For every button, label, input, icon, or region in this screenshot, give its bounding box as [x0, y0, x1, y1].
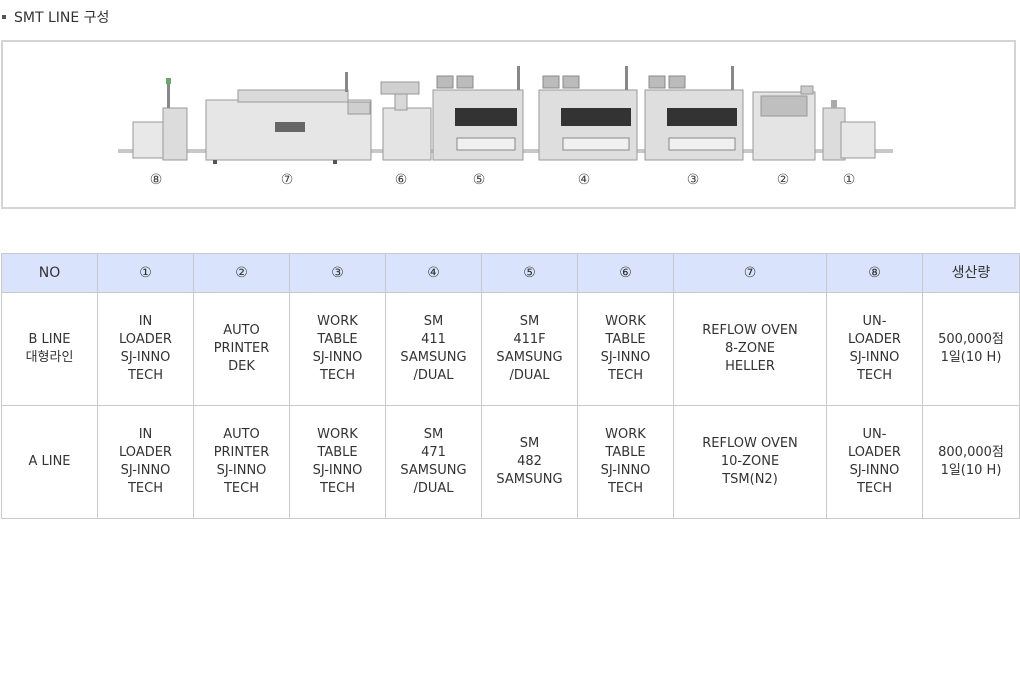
mounter-machine-image-1 [432, 66, 524, 161]
table-header-row: NO ① ② ③ ④ ⑤ ⑥ ⑦ ⑧ 생산량 [1, 253, 1020, 293]
diagram-number-8: ⑧ [149, 172, 163, 188]
table-cell: WORK TABLE SJ-INNO TECH [577, 292, 674, 406]
smt-spec-table: NO ① ② ③ ④ ⑤ ⑥ ⑦ ⑧ 생산량 B LINE 대형라인 IN LO… [1, 253, 1020, 519]
table-cell: SM 411 SAMSUNG /DUAL [385, 292, 482, 406]
table-cell: WORK TABLE SJ-INNO TECH [289, 292, 386, 406]
table-cell: WORK TABLE SJ-INNO TECH [289, 405, 386, 519]
table-cell: REFLOW OVEN 10-ZONE TSM(N2) [673, 405, 827, 519]
diagram-number-3: ③ [686, 172, 700, 188]
table-cell: IN LOADER SJ-INNO TECH [97, 292, 194, 406]
header-cell: ⑦ [673, 253, 827, 293]
loader-machine-image [822, 100, 876, 161]
output-cell: 500,000점 1일(10 H) [922, 292, 1020, 406]
output-cell: 800,000점 1일(10 H) [922, 405, 1020, 519]
table-cell: UN- LOADER SJ-INNO TECH [826, 292, 923, 406]
smt-line-diagram: ⑧ ⑦ ⑥ ⑤ ④ ③ ② ① [1, 40, 1016, 209]
header-cell: ② [193, 253, 290, 293]
table-row: B LINE 대형라인 IN LOADER SJ-INNO TECH AUTO … [1, 292, 1020, 406]
table-cell: SM 411F SAMSUNG /DUAL [481, 292, 578, 406]
diagram-number-1: ① [842, 172, 856, 188]
mounter-machine-image-2 [538, 66, 638, 161]
line-name-cell: B LINE 대형라인 [1, 292, 98, 406]
table-cell: AUTO PRINTER SJ-INNO TECH [193, 405, 290, 519]
line-name-cell: A LINE [1, 405, 98, 519]
diagram-number-5: ⑤ [472, 172, 486, 188]
header-cell: ④ [385, 253, 482, 293]
diagram-number-4: ④ [577, 172, 591, 188]
header-cell: 생산량 [922, 253, 1020, 293]
header-cell: ⑤ [481, 253, 578, 293]
unloader-machine-image [132, 78, 188, 161]
header-cell: ⑧ [826, 253, 923, 293]
header-cell: NO [1, 253, 98, 293]
table-row: A LINE IN LOADER SJ-INNO TECH AUTO PRINT… [1, 405, 1020, 519]
header-cell: ③ [289, 253, 386, 293]
table-cell: SM 471 SAMSUNG /DUAL [385, 405, 482, 519]
header-cell: ⑥ [577, 253, 674, 293]
table-cell: WORK TABLE SJ-INNO TECH [577, 405, 674, 519]
diagram-number-2: ② [776, 172, 790, 188]
header-cell: ① [97, 253, 194, 293]
diagram-number-6: ⑥ [394, 172, 408, 188]
table-cell: SM 482 SAMSUNG [481, 405, 578, 519]
square-bullet-icon [2, 15, 6, 19]
smt-machines-illustration [118, 66, 893, 164]
table-cell: UN- LOADER SJ-INNO TECH [826, 405, 923, 519]
section-title-text: SMT LINE 구성 [14, 10, 110, 26]
section-title: SMT LINE 구성 [2, 7, 109, 27]
reflow-oven-image [205, 72, 372, 164]
mounter-machine-image-3 [644, 66, 744, 161]
work-table-image [380, 81, 432, 161]
table-cell: IN LOADER SJ-INNO TECH [97, 405, 194, 519]
table-cell: AUTO PRINTER DEK [193, 292, 290, 406]
diagram-number-7: ⑦ [280, 172, 294, 188]
printer-machine-image [752, 85, 816, 161]
table-cell: REFLOW OVEN 8-ZONE HELLER [673, 292, 827, 406]
